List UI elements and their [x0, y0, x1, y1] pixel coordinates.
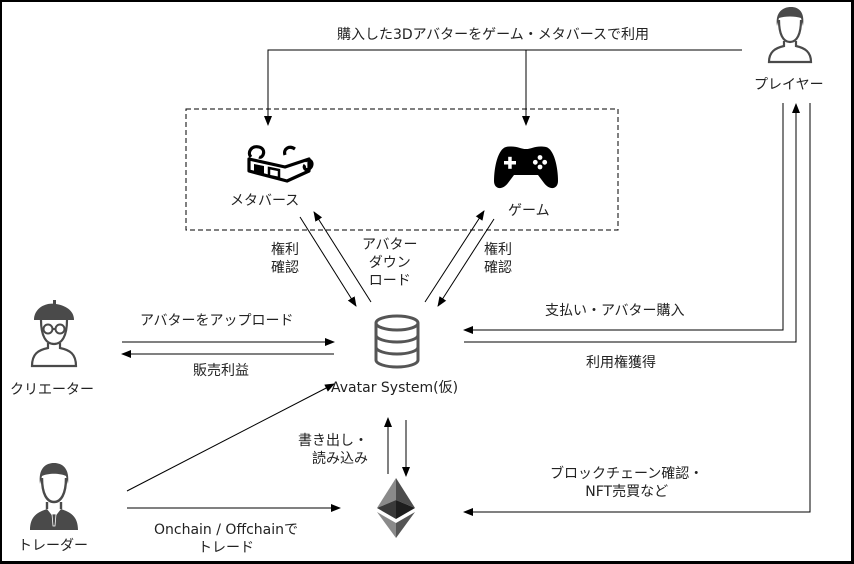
creator-beret-glasses-icon [30, 300, 78, 368]
metaverse-label: メタバース [230, 193, 300, 209]
trader-label: トレーダー [18, 538, 88, 554]
businessman-icon [30, 463, 78, 530]
ethereum-icon [377, 478, 415, 538]
3d-glasses-icon [247, 145, 314, 183]
services-group-box [185, 108, 619, 231]
onchain-trade-label: Onchain / Offchainで トレード [154, 522, 298, 556]
edge-player-usage-rights [464, 103, 800, 343]
edge-player-blockchain [463, 103, 811, 516]
person-icon [767, 7, 813, 64]
edge-system-to-metaverse [313, 211, 372, 303]
edge-metaverse-to-system [299, 216, 357, 307]
write-read-label: 書き出し・ 読み込み [298, 433, 368, 467]
edge-system-to-game [424, 210, 485, 303]
avatar-download-label: アバター ダウン ロード [362, 237, 418, 289]
database-icon [374, 314, 420, 369]
edge-trader-to-system [126, 383, 335, 492]
game-label: ゲーム [508, 203, 550, 219]
sales-profit-label: 販売利益 [193, 363, 249, 379]
system-name-label: Avatar System(仮) [331, 380, 459, 396]
upload-avatar-label: アバターをアップロード [140, 313, 294, 329]
top-flow-label: 購入した3Dアバターをゲーム・メタバースで利用 [337, 27, 650, 43]
rights-check-right-label: 権利 確認 [484, 242, 512, 276]
edge-game-to-system [437, 218, 495, 307]
creator-label: クリエーター [10, 382, 94, 398]
usage-rights-label: 利用権獲得 [586, 355, 656, 371]
gamepad-icon [494, 146, 558, 189]
edge-player-payment [463, 103, 784, 334]
rights-check-left-label: 権利 確認 [271, 242, 299, 276]
blockchain-nft-label: ブロックチェーン確認・ NFT売買など [550, 466, 704, 500]
edge-player-to-services [264, 49, 742, 126]
payment-purchase-label: 支払い・アバター購入 [545, 303, 685, 319]
player-label: プレイヤー [754, 77, 824, 93]
